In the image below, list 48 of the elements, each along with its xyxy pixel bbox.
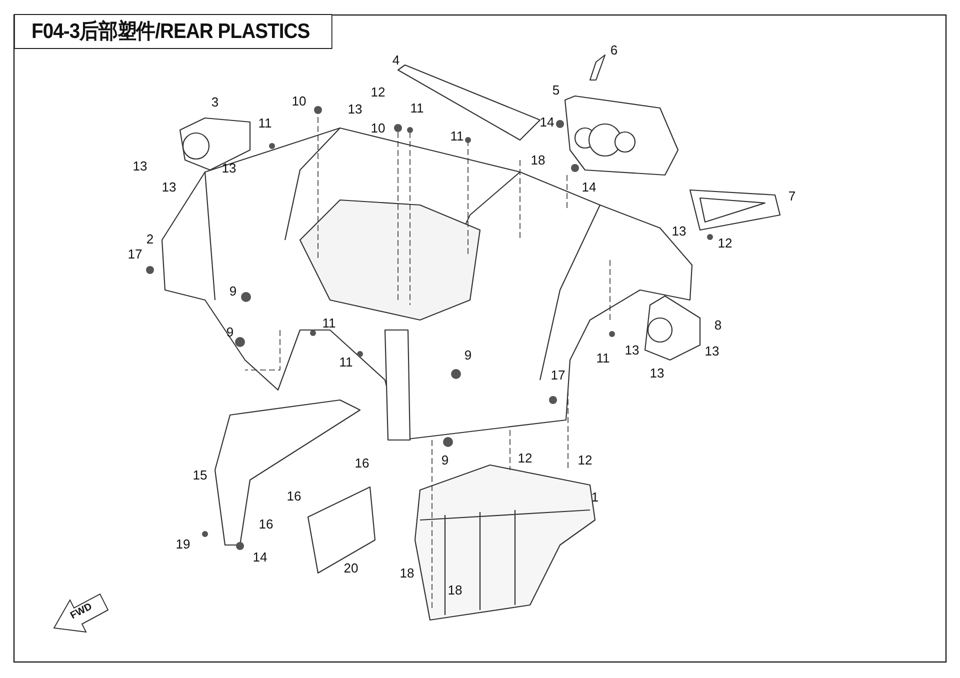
callout-number: 8 [714,318,722,332]
callout-number: 11 [339,356,353,368]
callout-number: 17 [128,248,142,260]
callout-number: 20 [344,562,358,574]
callout-number: 10 [292,94,306,108]
title-banner: F04-3后部塑件/REAR PLASTICS [14,14,333,49]
callout-number: 11 [596,352,610,364]
callout-number: 13 [704,344,720,358]
callout-number: 9 [441,454,449,466]
callout-number: 13 [650,366,664,380]
callout-number: 9 [464,348,472,362]
callout-number: 10 [370,122,386,134]
callout-number: 12 [518,452,532,464]
callout-number: 16 [354,456,370,470]
callout-number: 13 [672,224,686,238]
callout-number: 13 [348,102,362,116]
callout-number: 12 [718,236,732,250]
callout-number: 18 [530,154,546,166]
callout-number: 14 [540,116,554,128]
callout-number: 5 [552,84,560,96]
direction-label: FWD [68,601,94,622]
callout-number: 11 [258,116,272,130]
callout-number: 9 [229,284,237,298]
callout-number: 14 [582,180,596,194]
callout-number: 19 [176,538,190,550]
callout-number: 12 [370,86,386,98]
callout-number: 13 [132,160,148,172]
callout-number: 15 [192,468,208,482]
callout-number: 17 [550,368,566,382]
callout-number: 11 [450,130,464,142]
callout-number: 13 [222,162,236,174]
callout-number: 14 [252,550,268,564]
callout-number: 13 [162,180,176,194]
callout-number: 3 [211,96,219,108]
callout-number: 16 [286,490,302,502]
callout-number: 1 [591,490,599,504]
callout-number: 2 [146,232,154,246]
callout-number: 16 [258,518,274,530]
callout-number: 13 [624,344,640,356]
callout-number: 9 [226,326,234,338]
callout-number: 18 [400,566,414,580]
callout-number: 11 [322,316,336,330]
callout-number: 11 [410,102,424,114]
callout-number: 7 [788,190,796,202]
callout-number: 4 [392,54,400,66]
callout-number: 12 [578,454,592,466]
callout-number: 18 [448,584,462,596]
callout-number: 6 [610,44,618,56]
